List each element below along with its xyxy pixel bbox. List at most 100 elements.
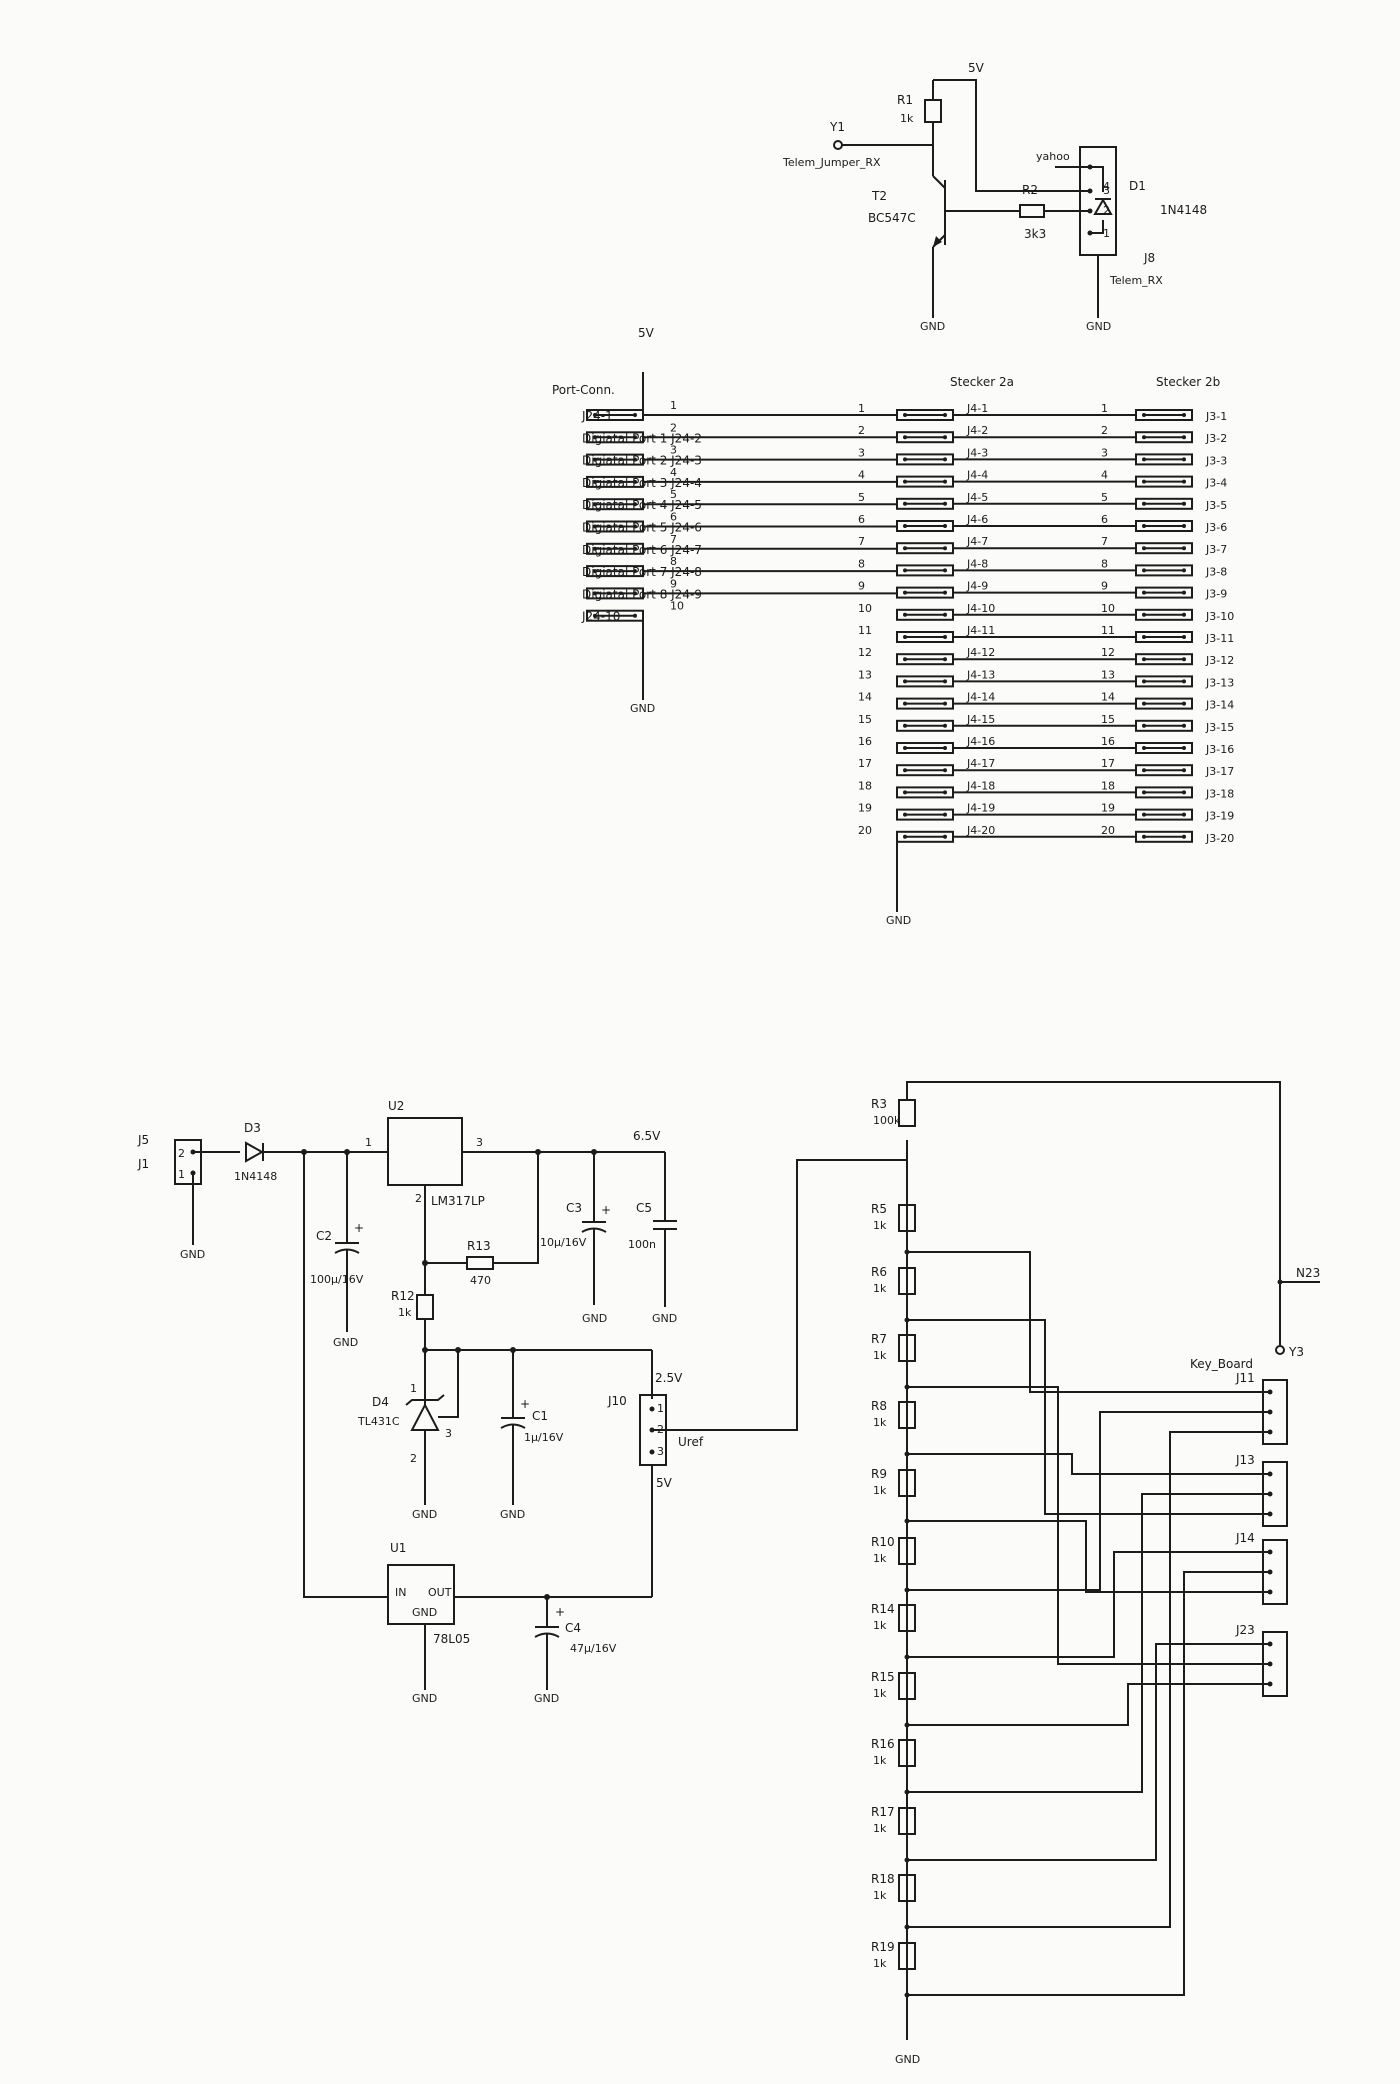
gnd-label-port: GND [630, 702, 655, 715]
transistor-t2-ref: T2 [871, 189, 887, 203]
stecker-b-label: J3-12 [1205, 654, 1234, 667]
ladder-resistor-value: 1k [873, 1957, 887, 1970]
ladder-resistors: R3100kR51kR61kR71kR81kR91kR101kR141kR151… [871, 1097, 916, 1970]
regulator-u1-ref: U1 [390, 1541, 406, 1555]
jumper-j10-bottom: 5V [656, 1476, 673, 1490]
ladder-tap-wire [907, 1571, 1270, 1996]
net-n23-label: N23 [1296, 1266, 1320, 1280]
gnd-label-c4: GND [534, 1692, 559, 1705]
ladder-resistor-ref: R7 [871, 1332, 887, 1346]
stecker-a-label: J4-5 [966, 491, 988, 504]
gnd-label-j8: GND [1086, 320, 1111, 333]
stecker-b-header [1135, 697, 1193, 710]
ladder-tap-wire [907, 1551, 1270, 1658]
ladder-resistor-ref: R5 [871, 1202, 887, 1216]
d4-pin-1: 1 [410, 1382, 417, 1395]
j10-pin-3: 3 [657, 1445, 664, 1458]
stecker-a-pin-number: 2 [858, 424, 865, 437]
regulator-u1 [387, 1564, 455, 1625]
stecker-b-pin-number: 14 [1101, 691, 1115, 704]
stecker-a-pin-number: 5 [858, 491, 865, 504]
j8-pin-2: 2 [1103, 204, 1110, 217]
resistor-r12-value: 1k [398, 1306, 412, 1319]
gnd-label-t2: GND [920, 320, 945, 333]
uref-net-label: Uref [678, 1435, 704, 1449]
stecker-b-label: J3-11 [1205, 632, 1234, 645]
ladder-resistor [898, 1401, 916, 1429]
port-pin-number: 1 [670, 399, 677, 412]
stecker-a-pin-number: 8 [858, 557, 865, 570]
ladder-resistor [898, 1537, 916, 1565]
stecker-b-pin-number: 19 [1101, 802, 1115, 815]
ladder-resistor-value: 1k [873, 1349, 887, 1362]
stecker-b-header [1135, 520, 1193, 532]
stecker-a-label: J4-3 [966, 446, 988, 459]
ladder-resistor-value: 1k [873, 1754, 887, 1767]
ladder-resistor [898, 1099, 916, 1127]
ladder-resistor-value: 1k [873, 1552, 887, 1565]
stecker-a-pin-number: 3 [858, 446, 865, 459]
resistor-r13-value: 470 [470, 1274, 491, 1287]
port-pin-number: 10 [670, 600, 684, 613]
stecker-b-label: J3-6 [1205, 521, 1227, 534]
ladder-resistor [898, 1604, 916, 1632]
rail-6v5-label: 6.5V [633, 1129, 661, 1143]
ladder-tap-wire [907, 1683, 1270, 1726]
port-pin-number: 3 [670, 444, 677, 457]
diode-d3-value: 1N4148 [234, 1170, 277, 1183]
stecker-b-header [1135, 653, 1193, 666]
connector-j1 [174, 1139, 202, 1185]
ladder-resistor [898, 1874, 916, 1902]
gnd-label-c1: GND [500, 1508, 525, 1521]
stecker-b-label: J3-13 [1205, 676, 1234, 689]
stecker-a-label: J4-17 [966, 757, 995, 770]
gnd-label-d4: GND [412, 1508, 437, 1521]
stecker-b-label: J3-9 [1205, 588, 1227, 601]
stecker-a-pin-number: 4 [858, 469, 865, 482]
stecker-a-pin-number: 9 [858, 580, 865, 593]
stecker-a-pin-number: 7 [858, 535, 865, 548]
stecker-b-label: J3-14 [1205, 699, 1234, 712]
connector-supply-label: 5V [638, 326, 655, 340]
diode-d4 [410, 1402, 440, 1431]
ladder-resistor-ref: R9 [871, 1467, 887, 1481]
ladder-block: Y3 N23 Key_Board GND R3100kR51kR61kR71kR… [871, 1081, 1320, 2066]
stecker-b-header [1135, 808, 1193, 821]
port-pin-number: 8 [670, 555, 677, 568]
svg-text:+: + [354, 1221, 364, 1235]
port-pin-number: 5 [670, 488, 677, 501]
stecker-b-pin-number: 9 [1101, 580, 1108, 593]
stecker-b-header [1135, 608, 1193, 621]
stecker-b-label: J3-19 [1205, 810, 1234, 823]
testpoint-y1-net: Telem_Jumper_RX [782, 156, 881, 169]
stecker-a-label: J4-2 [966, 424, 988, 437]
ladder-resistor-value: 1k [873, 1889, 887, 1902]
ladder-resistor-ref: R6 [871, 1265, 887, 1279]
stecker-b-pin-number: 1 [1101, 402, 1108, 415]
stecker-b-label: J3-10 [1205, 610, 1234, 623]
stecker-b-pin-number: 15 [1101, 713, 1115, 726]
stecker-b-label: J3-4 [1205, 477, 1227, 490]
stecker-a-pin-number: 12 [858, 646, 872, 659]
resistor-r1-ref: R1 [897, 93, 913, 107]
keyboard-connector-ref: J13 [1235, 1453, 1255, 1467]
ladder-resistor [898, 1739, 916, 1767]
stecker-b-header [1135, 542, 1193, 555]
j1-pin-1: 1 [178, 1168, 185, 1181]
stecker-b-pin-number: 11 [1101, 624, 1115, 637]
regulator-u2 [387, 1117, 463, 1186]
stecker-b-label: J3-7 [1205, 543, 1227, 556]
stecker-b-pin-number: 6 [1101, 513, 1108, 526]
ladder-tap-wire [907, 1251, 1270, 1393]
stecker-b-header [1135, 631, 1193, 643]
capacitor-c3-value: 10µ/16V [540, 1236, 587, 1249]
stecker-b-label: J3-18 [1205, 787, 1234, 800]
regulator-u2-ref: U2 [388, 1099, 404, 1113]
stecker-a-pin-number: 18 [858, 779, 872, 792]
capacitor-c1-ref: C1 [532, 1409, 548, 1423]
svg-text:+: + [601, 1203, 611, 1217]
